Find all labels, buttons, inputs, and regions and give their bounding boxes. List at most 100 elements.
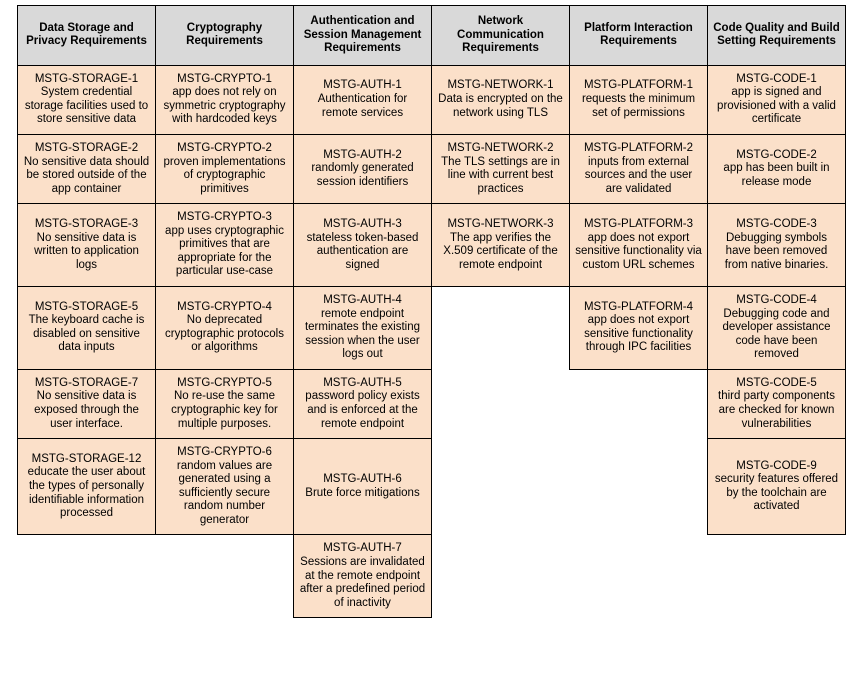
- requirement-description: The app verifies the X.509 certificate o…: [443, 231, 558, 271]
- requirement-id: MSTG-AUTH-7: [323, 542, 402, 555]
- requirement-id: MSTG-PLATFORM-1: [583, 79, 694, 92]
- requirement-id: MSTG-CODE-5: [736, 376, 817, 389]
- requirement-description: No deprecated cryptographic protocols or…: [165, 314, 284, 354]
- requirement-id: MSTG-PLATFORM-3: [583, 217, 694, 230]
- empty-cell: [431, 286, 570, 370]
- table-header: Data Storage and Privacy Requirements Cr…: [17, 5, 846, 66]
- requirement-id: MSTG-STORAGE-12: [31, 452, 142, 465]
- requirement-id: MSTG-CODE-3: [736, 217, 817, 230]
- column-header-network: Network Communication Requirements: [431, 5, 570, 66]
- empty-cell: [431, 369, 570, 439]
- requirement-description: inputs from external sources and the use…: [584, 155, 693, 195]
- empty-cell: [569, 438, 708, 535]
- requirement-id: MSTG-CRYPTO-1: [177, 72, 272, 85]
- requirement-description: remote endpoint terminates the existing …: [304, 307, 421, 361]
- column-header-cryptography: Cryptography Requirements: [155, 5, 294, 66]
- requirement-id: MSTG-AUTH-6: [323, 473, 402, 486]
- requirement-id: MSTG-STORAGE-5: [34, 300, 139, 313]
- empty-cell: [431, 438, 570, 535]
- requirement-description: app uses cryptographic primitives that a…: [165, 224, 284, 278]
- requirement-description: Brute force mitigations: [305, 486, 420, 499]
- requirement-description: app has been built in release mode: [723, 162, 830, 188]
- requirement-description: Data is encrypted on the network using T…: [438, 93, 563, 119]
- requirement-description: The keyboard cache is disabled on sensit…: [28, 314, 145, 354]
- requirement-description: app does not export sensitive functional…: [575, 231, 702, 271]
- mstg-requirements-table: Data Storage and Privacy Requirements Cr…: [17, 5, 846, 619]
- requirement-id: MSTG-AUTH-2: [323, 148, 402, 161]
- requirement-id: MSTG-AUTH-4: [323, 294, 402, 306]
- requirement-description: No re-use the same cryptographic key for…: [171, 390, 278, 430]
- requirement-description: randomly generated session identifiers: [311, 162, 414, 188]
- requirement-id: MSTG-CODE-4: [736, 294, 817, 306]
- empty-cell: [431, 534, 570, 618]
- requirement-description: System credential storage facilities use…: [24, 86, 149, 126]
- requirement-id: MSTG-CODE-1: [736, 72, 817, 85]
- column-header-platform: Platform Interaction Requirements: [569, 5, 708, 66]
- requirement-id: MSTG-NETWORK-2: [447, 141, 554, 154]
- requirement-id: MSTG-PLATFORM-2: [583, 141, 694, 154]
- requirement-id: MSTG-STORAGE-1: [34, 72, 139, 85]
- requirement-description: random values are generated using a suff…: [176, 459, 273, 526]
- requirement-description: Authentication for remote services: [317, 93, 408, 119]
- column-header-authentication: Authentication and Session Management Re…: [293, 5, 432, 66]
- requirement-id: MSTG-STORAGE-7: [34, 376, 139, 389]
- requirement-id: MSTG-NETWORK-1: [447, 79, 554, 92]
- requirement-description: Sessions are invalidated at the remote e…: [299, 556, 426, 609]
- empty-cell: [569, 369, 708, 439]
- requirement-description: No sensitive data is exposed through the…: [34, 390, 139, 430]
- requirement-id: MSTG-PLATFORM-4: [583, 300, 694, 313]
- requirement-description: Debugging symbols have been removed from…: [724, 231, 829, 271]
- empty-cell: [707, 534, 846, 618]
- requirement-id: MSTG-AUTH-3: [323, 217, 402, 230]
- empty-cell: [155, 534, 294, 618]
- requirement-description: app does not rely on symmetric cryptogra…: [163, 86, 286, 126]
- column-header-code-quality: Code Quality and Build Setting Requireme…: [707, 5, 846, 66]
- requirement-id: MSTG-STORAGE-3: [34, 217, 139, 230]
- requirement-description: educate the user about the types of pers…: [27, 466, 146, 520]
- requirement-description: password policy exists and is enforced a…: [305, 390, 420, 430]
- requirement-id: MSTG-CRYPTO-6: [177, 446, 272, 459]
- requirement-description: security features offered by the toolcha…: [714, 473, 839, 513]
- requirement-id: MSTG-CODE-9: [736, 459, 817, 472]
- requirement-description: proven implementations of cryptographic …: [163, 155, 286, 195]
- requirement-description: app is signed and provisioned with a val…: [717, 86, 836, 126]
- requirement-id: MSTG-CRYPTO-4: [177, 300, 272, 313]
- header-row: Data Storage and Privacy Requirements Cr…: [17, 5, 846, 66]
